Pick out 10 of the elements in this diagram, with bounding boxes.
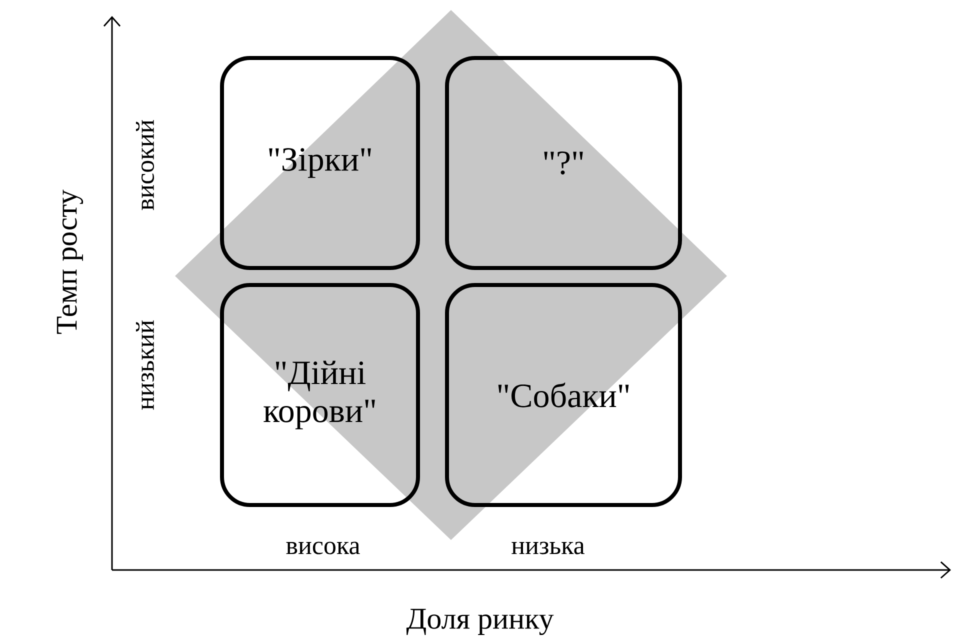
axis-title: Темп росту	[56, 190, 84, 334]
axis-level-label: високий	[136, 120, 154, 210]
quadrant-box: "Дійні корови"	[220, 283, 420, 507]
quadrant-box: "?"	[445, 56, 682, 270]
axis-title: Доля ринку	[406, 608, 554, 636]
axis-level-label: низька	[512, 542, 585, 554]
quadrant-box: "Зірки"	[220, 56, 420, 270]
quadrant-box: "Собаки"	[445, 283, 682, 507]
axis-level-label: висока	[286, 542, 360, 554]
axis-level-label: низький	[136, 320, 154, 410]
